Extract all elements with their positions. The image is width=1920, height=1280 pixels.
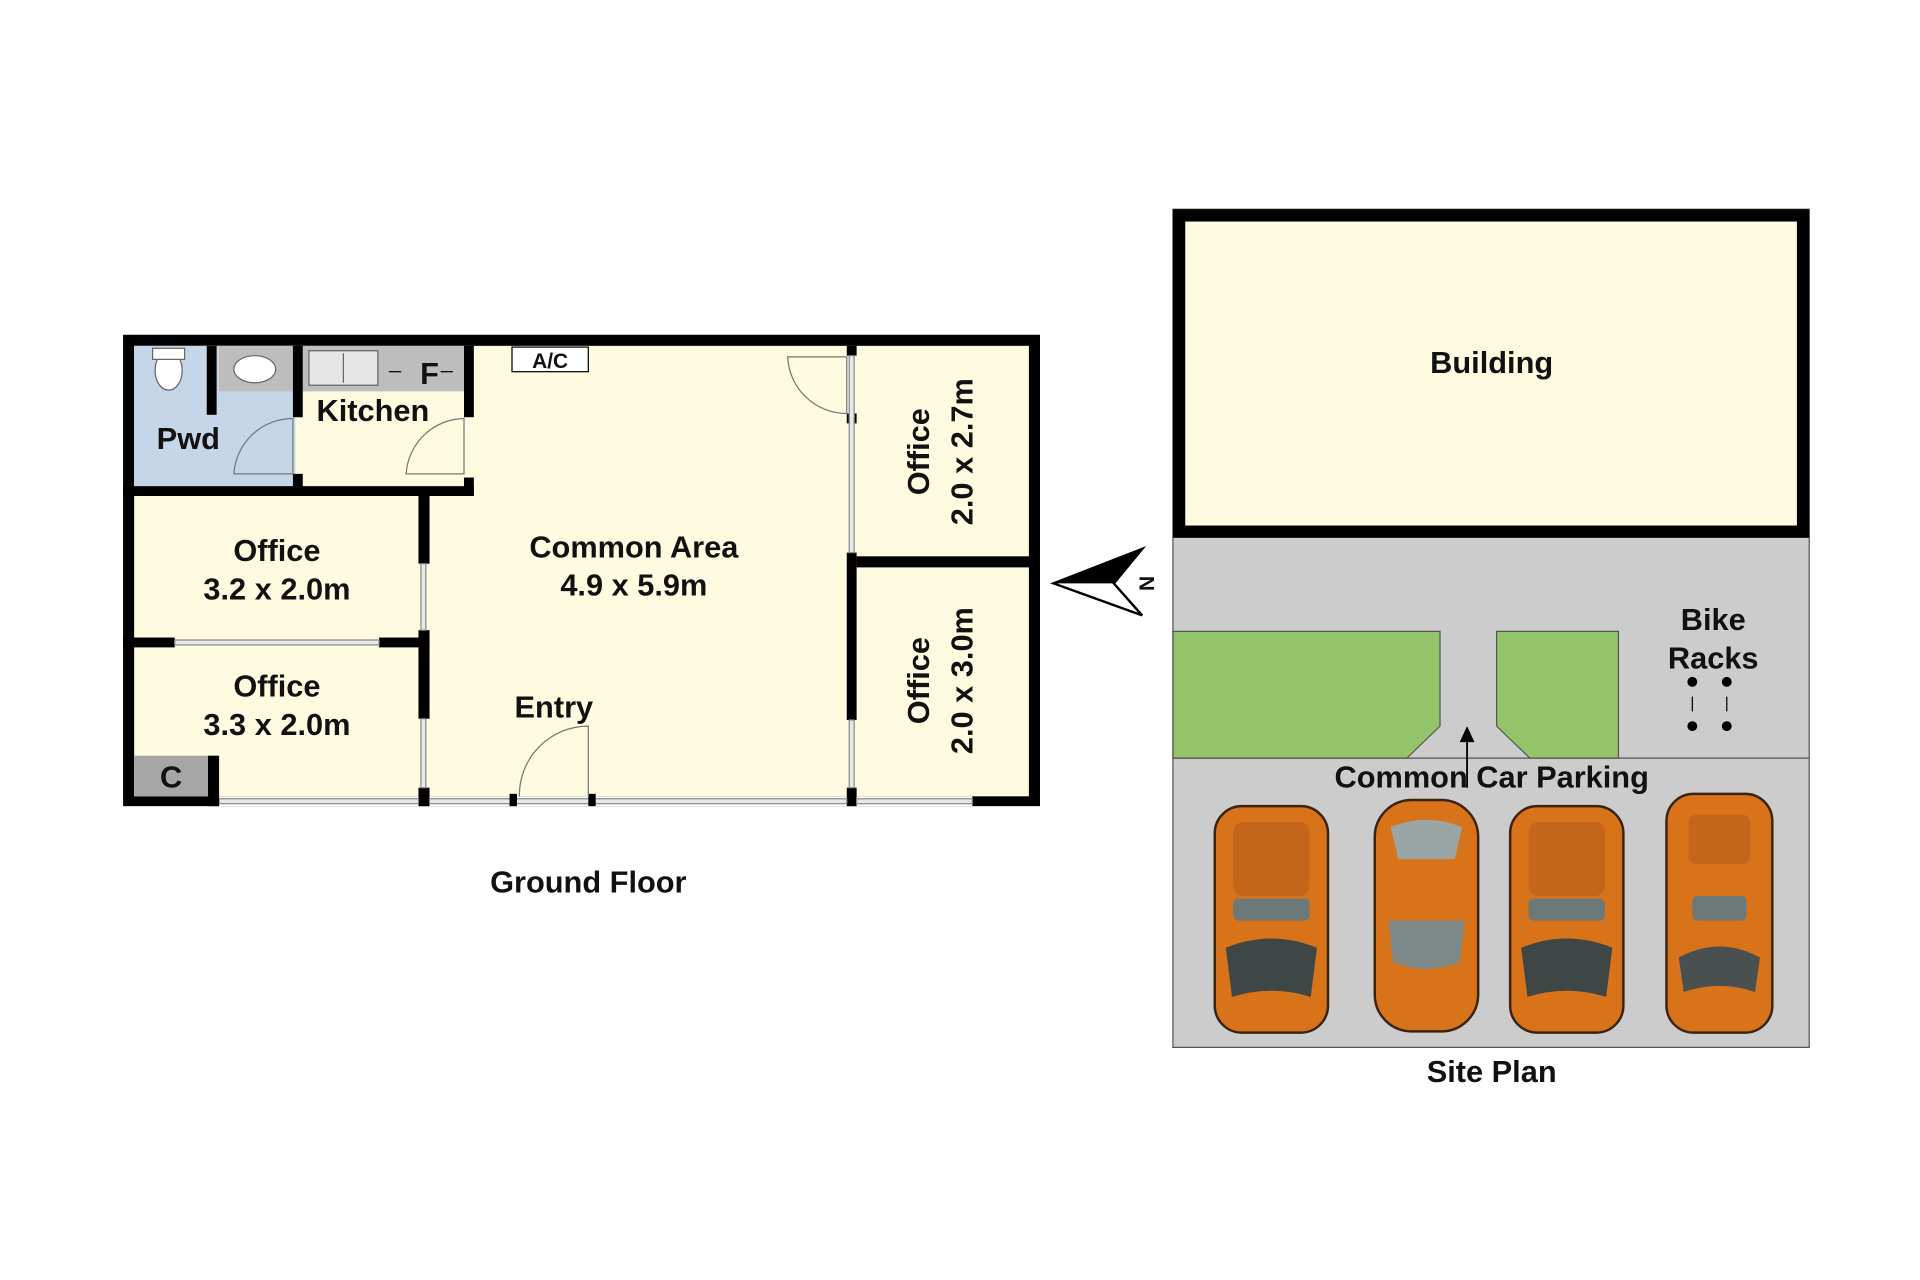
label-office-d-size: 2.0 x 3.0m [944,607,979,754]
ground-floor-title: Ground Floor [490,864,686,899]
label-office-a-size: 3.2 x 2.0m [203,571,350,606]
label-office-b-size: 3.3 x 2.0m [203,707,350,742]
label-fridge: F [420,356,439,391]
label-common-car-parking: Common Car Parking [1334,760,1648,795]
label-pwd: Pwd [157,421,220,456]
label-bike: Bike [1681,602,1746,637]
door-entry [518,725,589,797]
car-icon [1373,798,1480,1033]
label-common-area-size: 4.9 x 5.9m [560,568,707,603]
label-building: Building [1430,345,1553,380]
basin-icon [233,355,277,384]
car-icon [1508,804,1625,1034]
car-icon [1213,804,1330,1034]
label-office-c-size: 2.0 x 2.7m [944,378,979,525]
garden-left [1172,630,1441,759]
label-racks: Racks [1668,640,1759,675]
garden-right [1496,630,1620,759]
label-office-c: Office [901,408,936,495]
label-office-b: Office [233,669,320,704]
label-office-a: Office [233,533,320,568]
ground-floor-plan: C A/C F Pwd Kitchen Office 3.2 x 2.0m Of… [123,334,1041,899]
label-office-d: Office [901,637,936,724]
door-kitchen [405,417,465,475]
car-icon [1665,792,1774,1034]
north-arrow-icon: N [1050,546,1158,617]
label-kitchen: Kitchen [317,393,430,428]
site-plan: Building Bike Racks Common Car Parking [1172,208,1810,1089]
compass-label: N [1135,576,1158,591]
door-pwd [233,417,294,475]
ac-box [511,346,589,373]
label-common-area: Common Area [529,530,739,565]
building [1185,221,1797,526]
cupboard [134,755,208,797]
bike-rack-icon [1687,676,1732,732]
label-ac: A/C [532,350,568,373]
label-cupboard: C [160,760,182,795]
label-entry: Entry [515,690,594,725]
door-office-c [787,356,848,415]
site-plan-title: Site Plan [1427,1054,1557,1089]
